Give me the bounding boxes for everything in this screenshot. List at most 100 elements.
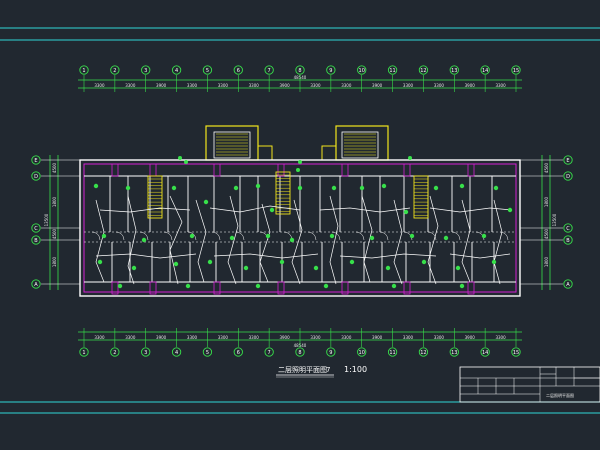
wiring-run xyxy=(95,199,105,283)
light-fixture-icon xyxy=(313,265,319,271)
grid-bubble-bottom: 13 xyxy=(449,347,459,357)
light-fixture-icon xyxy=(491,259,497,265)
light-fixture-icon xyxy=(323,283,329,289)
dimension-total: 13500 xyxy=(44,213,49,226)
door-swing xyxy=(235,231,245,241)
balcony-column xyxy=(277,281,285,295)
grid-label: 15 xyxy=(513,68,519,74)
wiring-run xyxy=(319,207,411,213)
balcony-column xyxy=(213,163,221,177)
grid-label: 9 xyxy=(329,350,332,356)
grid-bubble-bottom: 6 xyxy=(233,347,243,357)
balcony-column xyxy=(341,163,349,177)
door-swing xyxy=(499,231,509,241)
grid-bubble-right: D xyxy=(563,171,573,181)
dimension-value: 3300 xyxy=(495,83,506,88)
balcony-column xyxy=(149,281,157,295)
stair-tower-right xyxy=(321,125,389,161)
light-fixture-icon xyxy=(255,283,261,289)
light-fixture-icon xyxy=(255,183,261,189)
stair-run xyxy=(147,175,163,219)
grid-bubble-left: C xyxy=(31,223,41,233)
balcony-column xyxy=(467,281,475,295)
light-fixture-icon xyxy=(131,265,137,271)
grid-label: 9 xyxy=(329,68,332,74)
light-fixture-icon xyxy=(443,235,449,241)
grid-label: 10 xyxy=(359,350,365,356)
dimension-value: 3300 xyxy=(249,83,260,88)
light-fixture-icon xyxy=(381,183,387,189)
balcony-column xyxy=(111,163,119,177)
light-fixture-icon xyxy=(184,160,188,164)
light-fixture-icon xyxy=(507,207,513,213)
light-fixture-icon xyxy=(385,265,391,271)
door-swing xyxy=(139,231,149,241)
grid-label: E xyxy=(566,158,569,164)
grid-label: 5 xyxy=(206,68,209,74)
dimension-value: 3300 xyxy=(187,83,198,88)
light-fixture-icon xyxy=(331,185,337,191)
wiring-run xyxy=(393,199,403,285)
door-swing xyxy=(115,231,125,241)
dimension-value: 3300 xyxy=(125,83,136,88)
title-block: 二层照明平面图 xyxy=(459,366,600,403)
light-fixture-icon xyxy=(298,160,302,164)
dimension-value: 1800 xyxy=(52,196,57,207)
dimension-value: 1800 xyxy=(544,196,549,207)
dimension-value: 3900 xyxy=(279,83,290,88)
grid-bubble-top: 4 xyxy=(171,65,182,75)
door-swing xyxy=(331,231,341,241)
dimension-value: 3300 xyxy=(341,83,352,88)
dimension-value: 4500 xyxy=(544,162,549,173)
wiring-run xyxy=(427,195,439,285)
balcony-column xyxy=(403,163,411,177)
dimension-value: 3300 xyxy=(341,335,352,340)
door-swing xyxy=(355,231,365,241)
grid-label: C xyxy=(566,226,570,232)
interior-partitions xyxy=(91,163,509,295)
drawing-title: 二层照明平面图 xyxy=(278,366,327,374)
light-fixture-icon xyxy=(421,259,427,265)
dimension-value: 3300 xyxy=(187,335,198,340)
door-swing xyxy=(427,231,437,241)
light-fixture-icon xyxy=(459,183,465,189)
grid-bubble-top: 14 xyxy=(480,65,490,75)
grid-bubble-top: 2 xyxy=(110,65,120,75)
light-fixture-icon xyxy=(185,283,191,289)
title-block-name: 二层照明平面图 xyxy=(546,392,574,398)
grid-label: 5 xyxy=(206,350,209,356)
dimension-value: 1800 xyxy=(52,256,57,267)
grid-bubble-top: 13 xyxy=(449,65,459,75)
grid-bubble-left: D xyxy=(31,171,41,181)
balcony-column xyxy=(111,281,119,295)
dimension-value: 4500 xyxy=(52,162,57,173)
light-fixture-icon xyxy=(173,261,179,267)
grid-label: 13 xyxy=(451,350,457,356)
light-fixture-icon xyxy=(481,233,487,239)
grid-label: 7 xyxy=(268,68,271,74)
dimension-value: 3300 xyxy=(249,335,260,340)
light-fixture-icon xyxy=(349,259,355,265)
balcony-column xyxy=(149,163,157,177)
grid-label: A xyxy=(34,282,38,288)
grid-bubble-left: A xyxy=(31,279,41,289)
door-swing xyxy=(403,231,413,241)
balcony-column xyxy=(403,281,411,295)
light-fixture-icon xyxy=(97,259,103,265)
light-fixture-icon xyxy=(369,235,375,241)
grid-label: 8 xyxy=(298,350,301,356)
light-fixture-icon xyxy=(189,233,195,239)
light-fixture-icon xyxy=(459,283,465,289)
dimension-value: 3900 xyxy=(465,83,476,88)
grid-bubble-right: A xyxy=(563,279,573,289)
balcony-column xyxy=(213,281,221,295)
grid-bubble-right: E xyxy=(563,155,573,165)
door-swing xyxy=(211,231,221,241)
light-fixture-icon xyxy=(409,233,415,239)
grid-bubble-top: 11 xyxy=(387,65,398,75)
door-swing xyxy=(187,231,197,241)
dimension-value: 1800 xyxy=(544,256,549,267)
